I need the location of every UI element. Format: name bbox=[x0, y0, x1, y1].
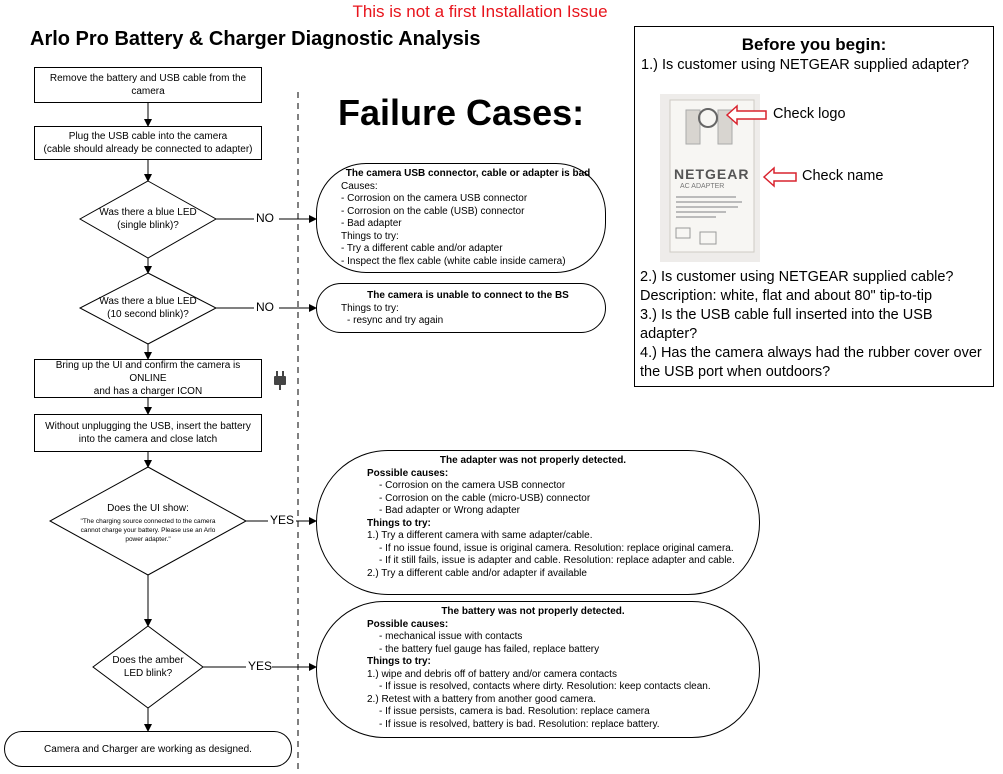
check-name-label: Check name bbox=[802, 168, 884, 184]
netgear-adapter-photo bbox=[660, 94, 760, 262]
adapter-label-text: AC ADAPTER bbox=[680, 183, 725, 190]
decision-diamond bbox=[78, 272, 218, 345]
decision-blue-led-10s: Was there a blue LED(10 second blink)? bbox=[99, 296, 197, 320]
decision-blue-led-single: Was there a blue LED(single blink)? bbox=[99, 207, 197, 231]
decision-ui-message: Does the UI show: "The charging source c… bbox=[80, 503, 216, 543]
step-confirm-online: Bring up the UI and confirm the camera i… bbox=[34, 359, 262, 398]
logo-pointer-arrow bbox=[725, 104, 767, 126]
name-pointer-arrow bbox=[762, 166, 797, 188]
failure-cases-heading: Failure Cases: bbox=[338, 92, 585, 133]
questions-lower: 2.) Is customer using NETGEAR supplied c… bbox=[640, 269, 982, 380]
charger-plug-icon bbox=[274, 371, 286, 390]
case-usb-connector-bad: The camera USB connector, cable or adapt… bbox=[316, 163, 606, 273]
step-plug-usb: Plug the USB cable into the camera(cable… bbox=[34, 126, 262, 160]
before-you-begin-panel: Before you begin: 1.) Is customer using … bbox=[634, 26, 994, 387]
netgear-logo-text: NETGEAR bbox=[674, 166, 750, 182]
no-label: NO bbox=[256, 300, 274, 314]
page-title: Arlo Pro Battery & Charger Diagnostic An… bbox=[30, 28, 481, 50]
question-adapter: 1.) Is customer using NETGEAR supplied a… bbox=[641, 57, 970, 73]
decision-diamond bbox=[78, 180, 218, 259]
case-adapter-not-detected: The adapter was not properly detected. P… bbox=[316, 450, 760, 595]
yes-label: YES bbox=[270, 513, 295, 527]
before-title: Before you begin: bbox=[741, 35, 887, 54]
cable-description: Description: white, flat and about 80" t… bbox=[640, 288, 933, 304]
case-unable-to-connect: The camera is unable to connect to the B… bbox=[316, 283, 606, 333]
decision-diamond bbox=[48, 466, 248, 576]
banner-note: This is not a first Installation Issue bbox=[352, 2, 608, 21]
yes-label: YES bbox=[248, 659, 273, 673]
case-battery-not-detected: The battery was not properly detected. P… bbox=[316, 601, 760, 738]
question-usb-inserted: 3.) Is the USB cable full inserted into … bbox=[640, 307, 933, 323]
final-working-as-designed: Camera and Charger are working as design… bbox=[4, 731, 292, 767]
question-rubber-cover: 4.) Has the camera always had the rubber… bbox=[640, 345, 982, 361]
check-logo-label: Check logo bbox=[773, 106, 846, 122]
step-remove-battery: Remove the battery and USB cable from th… bbox=[34, 67, 262, 103]
question-cable: 2.) Is customer using NETGEAR supplied c… bbox=[640, 269, 954, 285]
step-insert-battery: Without unplugging the USB, insert the b… bbox=[34, 414, 262, 452]
decision-diamond bbox=[92, 625, 204, 709]
no-label: NO bbox=[256, 211, 274, 225]
